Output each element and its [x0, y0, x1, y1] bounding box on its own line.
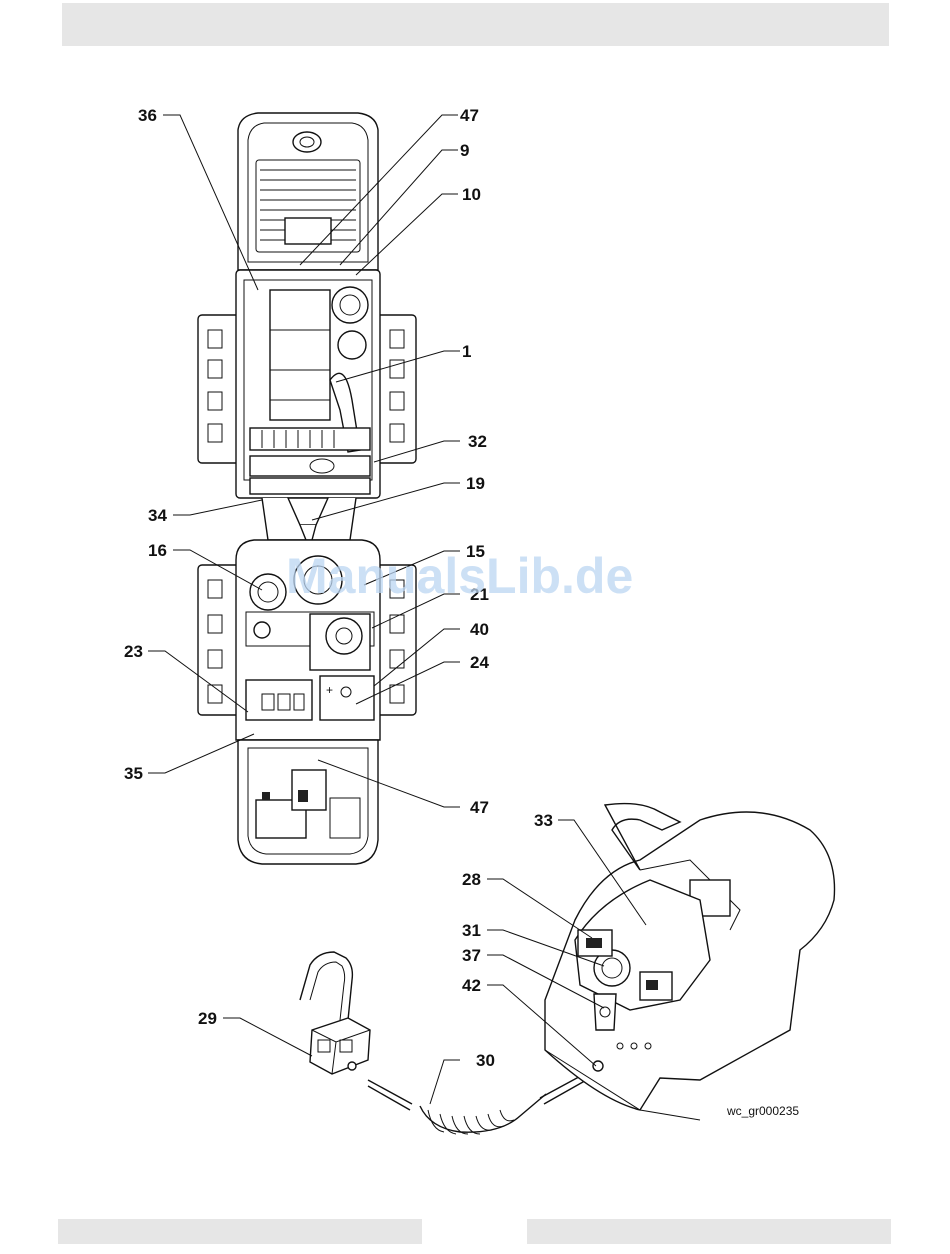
callout-10: 10: [462, 185, 481, 204]
callout-47-top: 47: [460, 106, 479, 125]
callout-30: 30: [476, 1051, 495, 1070]
callout-36: 36: [138, 106, 157, 125]
callout-31: 31: [462, 921, 481, 940]
callout-23: 23: [124, 642, 143, 661]
callout-47-bottom: 47: [470, 798, 489, 817]
callout-34: 34: [148, 506, 167, 525]
callout-1: 1: [462, 342, 471, 361]
callout-19: 19: [466, 474, 485, 493]
machine-hood-view: [545, 804, 835, 1120]
figure-id: wc_gr000235: [726, 1104, 799, 1118]
callout-29: 29: [198, 1009, 217, 1028]
footer-bar-right: [527, 1219, 891, 1244]
callout-35: 35: [124, 764, 143, 783]
callout-32: 32: [468, 432, 487, 451]
footer-bar-left: [58, 1219, 422, 1244]
callout-40: 40: [470, 620, 489, 639]
callout-9: 9: [460, 141, 469, 160]
callout-16: 16: [148, 541, 167, 560]
svg-text:+: +: [326, 683, 333, 697]
callout-42: 42: [462, 976, 481, 995]
callout-37: 37: [462, 946, 481, 965]
callout-28: 28: [462, 870, 481, 889]
callout-24: 24: [470, 653, 489, 672]
watermark: ManualsLib.de: [286, 548, 633, 604]
callout-33: 33: [534, 811, 553, 830]
